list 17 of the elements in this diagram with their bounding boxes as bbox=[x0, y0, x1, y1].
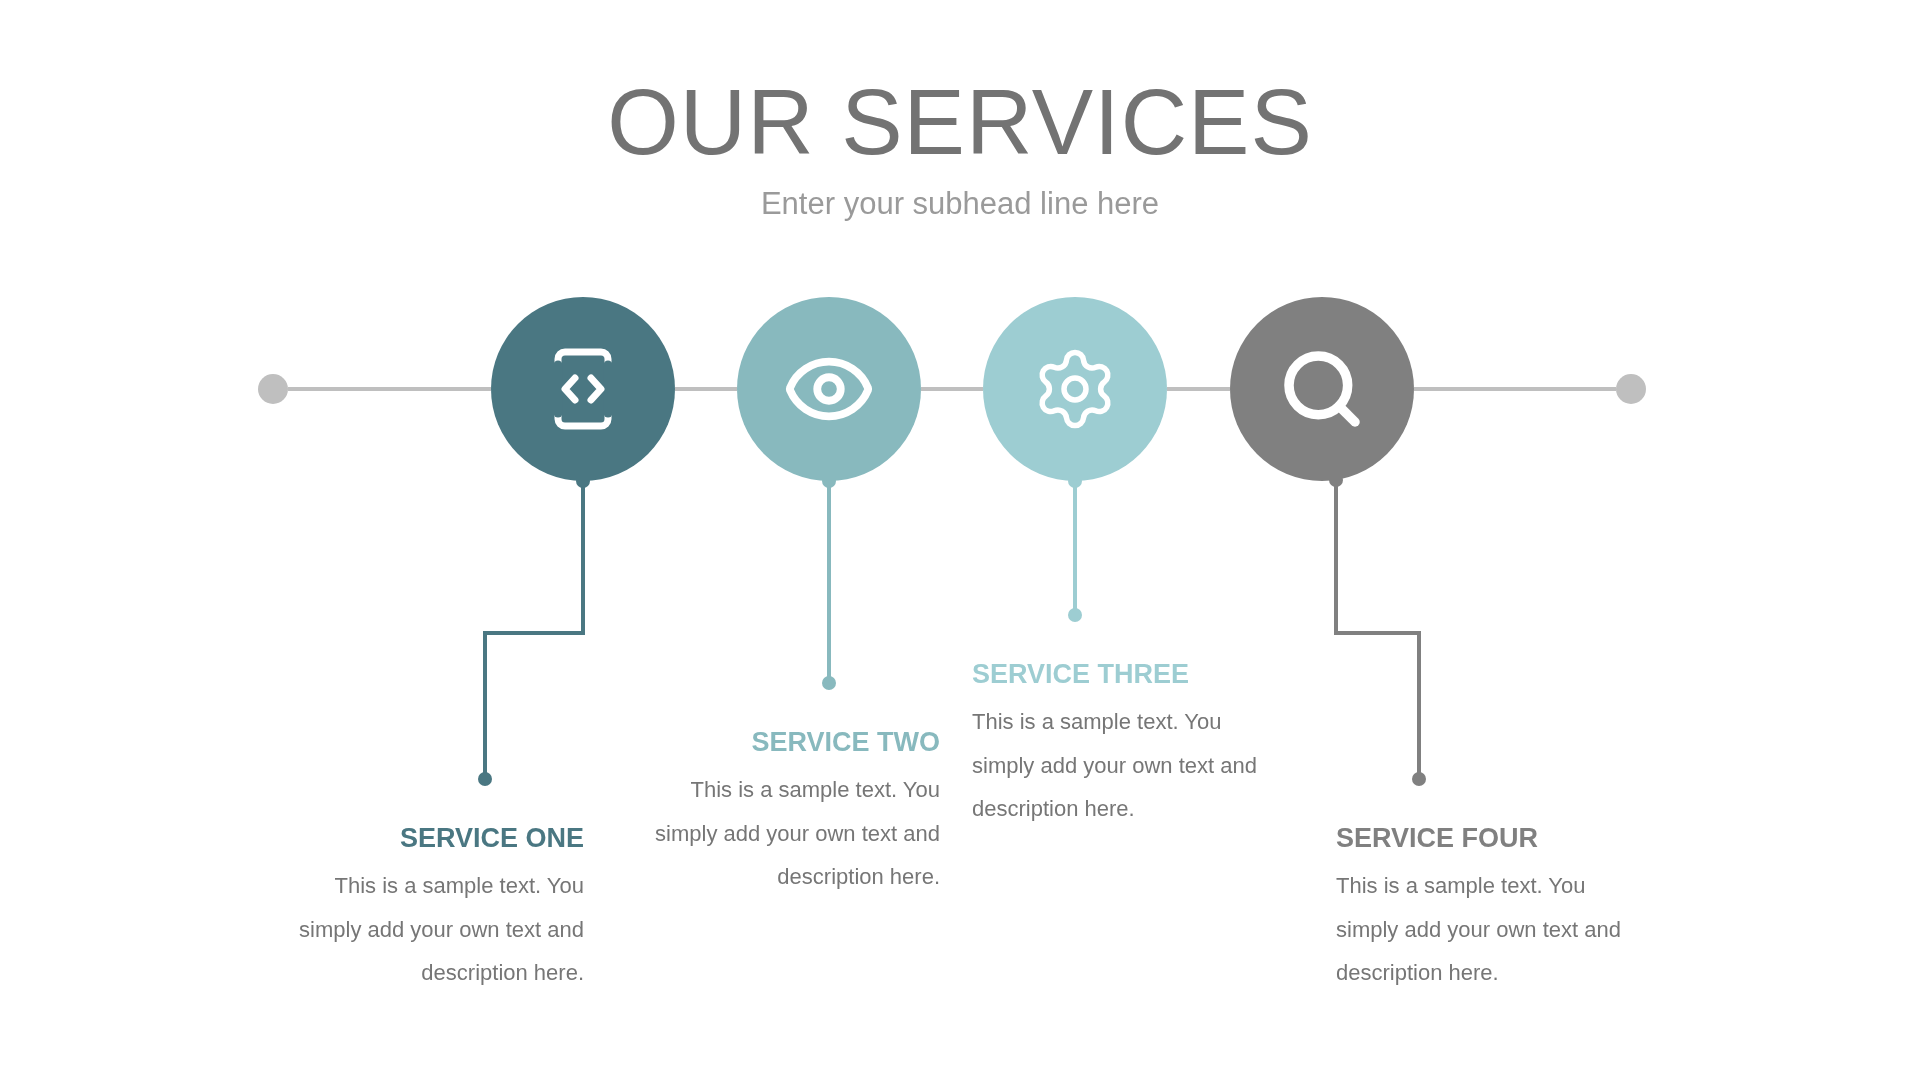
title: OUR SERVICES bbox=[606, 70, 1314, 175]
service-heading: SERVICE FOUR bbox=[1336, 823, 1540, 854]
service-description: This is a sample text. You simply add your own text and description here. bbox=[972, 708, 1258, 823]
service-heading: SERVICE THREE bbox=[972, 659, 1191, 690]
timeline-line bbox=[288, 387, 491, 391]
service-description: This is a sample text. You simply add your own text and description here. bbox=[298, 872, 584, 987]
service-heading: SERVICE ONE bbox=[398, 823, 584, 854]
timeline-end-dot bbox=[1616, 374, 1646, 404]
subtitle: Enter your subhead line here bbox=[759, 186, 1161, 222]
service-description: This is a sample text. You simply add your own text and description here. bbox=[1336, 872, 1622, 987]
timeline-line bbox=[1414, 387, 1616, 391]
service-heading: SERVICE TWO bbox=[750, 727, 940, 758]
timeline-end-dot bbox=[258, 374, 288, 404]
service-description: This is a sample text. You simply add your own text and description here. bbox=[654, 776, 940, 891]
timeline-line bbox=[921, 387, 983, 391]
timeline-line bbox=[1167, 387, 1230, 391]
timeline-line bbox=[675, 387, 737, 391]
